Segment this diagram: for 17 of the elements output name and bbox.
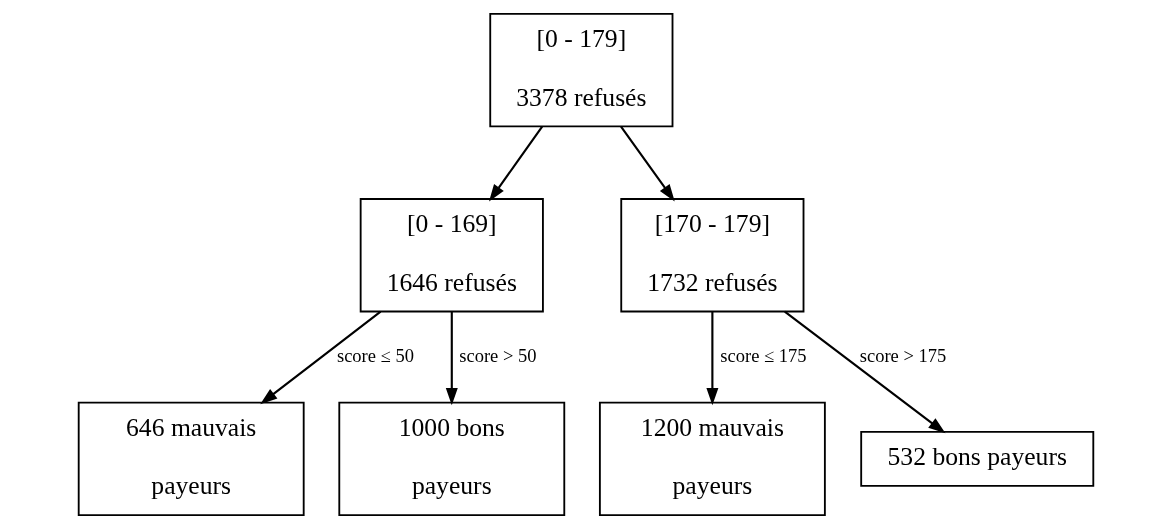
arrow [706,311,719,406]
node-box: [0 - 169] 1646 refusés [359,198,544,313]
edge-label: score ≤ 50 [336,345,414,366]
node-box: 646 mauvais payeurs [77,401,305,517]
node-box: 1200 mauvais payeurs [598,401,826,517]
node-box: [0 - 179] 3378 refusés [489,12,674,128]
node-box: 532 bons payeurs [860,430,1095,487]
node-box: [170 - 179] 1732 refusés [620,198,805,313]
edge-label: score > 175 [859,345,947,366]
arrow [489,126,543,202]
arrow [445,311,458,406]
edge-label: score ≤ 175 [720,345,807,366]
arrow [784,310,946,434]
arrow [260,310,382,405]
edge-label: score > 50 [459,345,537,366]
node-box: 1000 bons payeurs [338,401,566,517]
arrow [620,126,675,202]
